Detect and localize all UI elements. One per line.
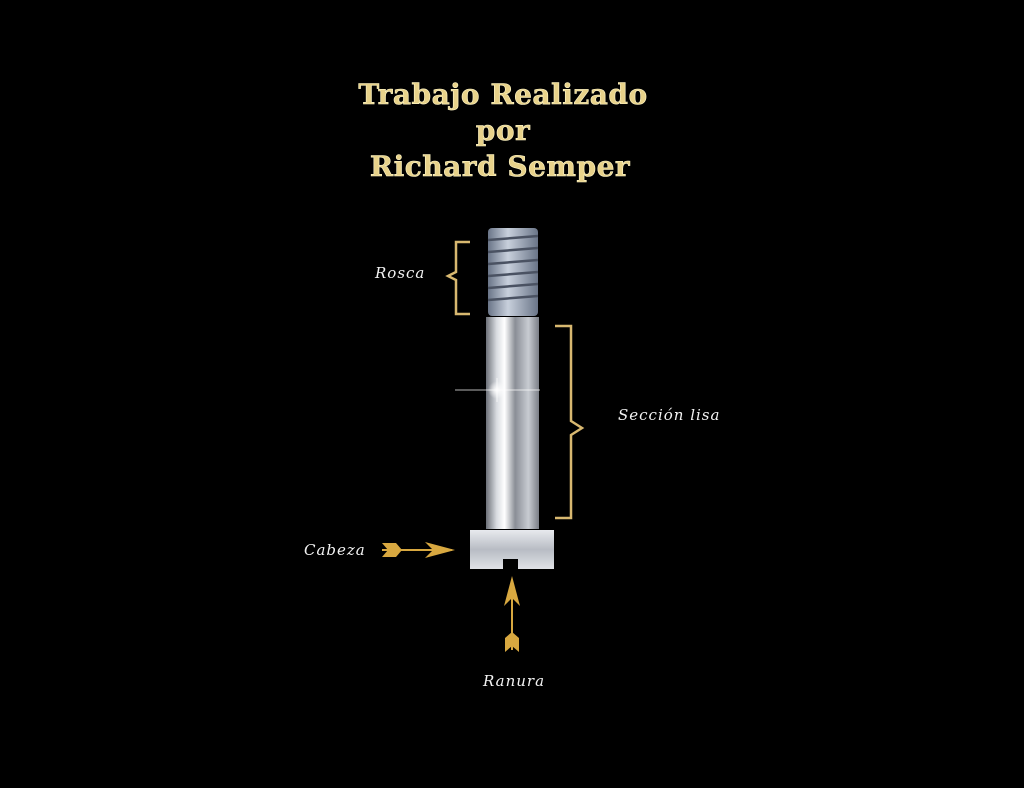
thread-grooves — [487, 234, 539, 302]
title-line-3: Richard Semper — [370, 150, 631, 183]
brackets — [445, 240, 585, 520]
label-thread: Rosca — [374, 264, 425, 282]
head-arrow — [382, 542, 455, 558]
screw-shaft — [486, 317, 539, 529]
screw-image — [455, 228, 554, 569]
smooth-section-bracket — [555, 324, 585, 520]
slot-arrow — [504, 576, 520, 652]
title-line-1: Trabajo Realizado — [358, 78, 647, 111]
label-smooth-section: Sección lisa — [618, 406, 720, 424]
thread-bracket — [445, 240, 470, 316]
title-line-2: por — [476, 114, 531, 147]
label-slot: Ranura — [482, 672, 545, 690]
screw-slot — [503, 559, 518, 569]
label-head: Cabeza — [304, 541, 366, 559]
title: Trabajo Realizado por Richard Semper — [358, 78, 647, 184]
